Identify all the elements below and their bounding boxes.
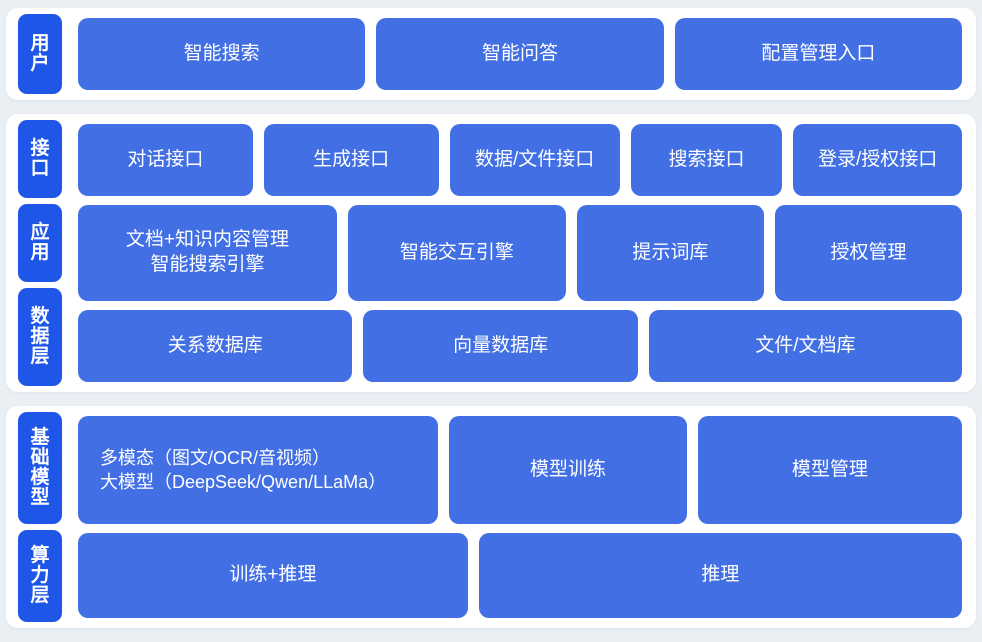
rail-tab-label: 应用 (30, 221, 50, 263)
content-user: 智能搜索智能问答配置管理入口 (68, 8, 976, 100)
node-user-entries-2[interactable]: 配置管理入口 (674, 18, 962, 90)
content-platform: 对话接口生成接口数据/文件接口搜索接口登录/授权接口文档+知识内容管理 智能搜索… (68, 114, 976, 392)
row-compute-row: 训练+推理推理 (78, 533, 962, 618)
node-data-row-0[interactable]: 关系数据库 (78, 310, 353, 382)
node-application-row-0[interactable]: 文档+知识内容管理 智能搜索引擎 (78, 204, 337, 302)
node-interface-row-2[interactable]: 数据/文件接口 (449, 124, 620, 196)
section-platform: 接口应用数据层对话接口生成接口数据/文件接口搜索接口登录/授权接口文档+知识内容… (6, 114, 976, 392)
row-application-row: 文档+知识内容管理 智能搜索引擎智能交互引擎提示词库授权管理 (78, 204, 962, 302)
rail-tab-label: 用户 (30, 32, 50, 74)
row-data-row: 关系数据库向量数据库文件/文档库 (78, 310, 962, 382)
rail-tab-user-0[interactable]: 用户 (18, 14, 62, 94)
node-data-row-1[interactable]: 向量数据库 (363, 310, 638, 382)
rail-tab-platform-0[interactable]: 接口 (18, 120, 62, 198)
node-model-row-0[interactable]: 多模态（图文/OCR/音视频） 大模型（DeepSeek/Qwen/LLaMa） (78, 416, 439, 525)
rail-tab-label: 基础模型 (30, 426, 50, 509)
node-data-row-2[interactable]: 文件/文档库 (648, 310, 962, 382)
node-compute-row-0[interactable]: 训练+推理 (78, 533, 468, 618)
node-interface-row-0[interactable]: 对话接口 (78, 124, 253, 196)
node-model-row-2[interactable]: 模型管理 (697, 416, 962, 525)
node-application-row-1[interactable]: 智能交互引擎 (347, 204, 566, 302)
node-interface-row-1[interactable]: 生成接口 (263, 124, 439, 196)
row-model-row: 多模态（图文/OCR/音视频） 大模型（DeepSeek/Qwen/LLaMa）… (78, 416, 962, 525)
rail-tab-platform-1[interactable]: 应用 (18, 203, 62, 282)
node-application-row-2[interactable]: 提示词库 (576, 204, 764, 302)
row-user-entries: 智能搜索智能问答配置管理入口 (78, 18, 962, 90)
node-model-row-1[interactable]: 模型训练 (449, 416, 687, 525)
rail-tab-platform-2[interactable]: 数据层 (18, 287, 62, 386)
node-interface-row-3[interactable]: 搜索接口 (630, 124, 783, 196)
rail-tab-label: 算力层 (30, 544, 50, 607)
row-interface-row: 对话接口生成接口数据/文件接口搜索接口登录/授权接口 (78, 124, 962, 196)
node-interface-row-4[interactable]: 登录/授权接口 (793, 124, 962, 196)
rail-tab-label: 数据层 (30, 305, 50, 367)
node-application-row-3[interactable]: 授权管理 (774, 204, 962, 302)
rail-foundation: 基础模型算力层 (6, 406, 68, 628)
rail-platform: 接口应用数据层 (6, 114, 68, 392)
section-user: 用户智能搜索智能问答配置管理入口 (6, 8, 976, 100)
content-foundation: 多模态（图文/OCR/音视频） 大模型（DeepSeek/Qwen/LLaMa）… (68, 406, 976, 628)
node-user-entries-1[interactable]: 智能问答 (376, 18, 664, 90)
node-compute-row-1[interactable]: 推理 (478, 533, 962, 618)
section-foundation: 基础模型算力层多模态（图文/OCR/音视频） 大模型（DeepSeek/Qwen… (6, 406, 976, 628)
rail-tab-foundation-0[interactable]: 基础模型 (18, 412, 62, 525)
rail-user: 用户 (6, 8, 68, 100)
node-user-entries-0[interactable]: 智能搜索 (78, 18, 366, 90)
rail-tab-label: 接口 (30, 137, 50, 179)
rail-tab-foundation-1[interactable]: 算力层 (18, 530, 62, 622)
